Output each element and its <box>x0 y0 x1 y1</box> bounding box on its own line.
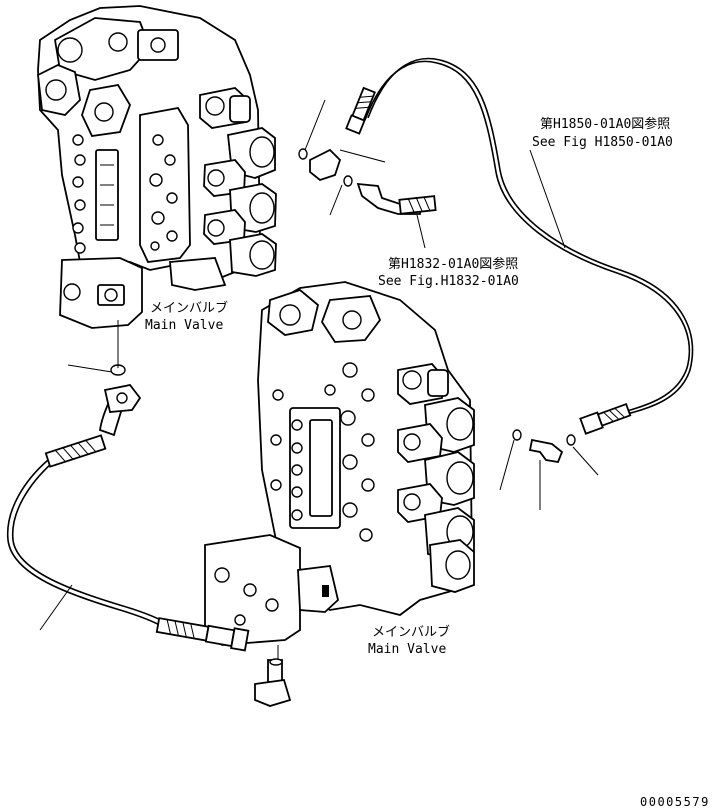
main-valve-top-en: Main Valve <box>145 318 223 333</box>
ref-h1832-en: See Fig.H1832-01A0 <box>378 274 519 289</box>
hose-lower <box>6 384 250 652</box>
hose-h1850 <box>345 57 694 435</box>
upper-solenoid-stack <box>199 87 277 277</box>
ref-h1832-jp: 第H1832-01A0図参照 <box>388 256 518 272</box>
main-valve-bottom-en: Main Valve <box>368 642 446 657</box>
bottom-elbow-fitting <box>110 364 292 707</box>
upper-bolt-column <box>72 134 119 254</box>
lower-solenoid-stack <box>397 363 475 593</box>
lower-main-valve <box>204 281 475 646</box>
upper-main-valve <box>37 5 277 329</box>
hose-h1832 <box>356 182 437 215</box>
ref-h1850-en: See Fig H1850-01A0 <box>532 135 673 150</box>
lower-elbow-fitting <box>512 429 576 464</box>
drawing-number: 00005579 <box>640 795 710 809</box>
main-valve-top-jp: メインバルブ <box>150 300 228 316</box>
main-valve-bottom-jp: メインバルブ <box>372 624 450 640</box>
labels: 第H1850-01A0図参照 See Fig H1850-01A0 第H1832… <box>145 116 710 809</box>
upper-connector-fitting <box>298 148 353 187</box>
ref-h1850-jp: 第H1850-01A0図参照 <box>540 116 670 132</box>
leader-lines <box>39 99 599 660</box>
lower-bolt-column <box>270 389 341 529</box>
